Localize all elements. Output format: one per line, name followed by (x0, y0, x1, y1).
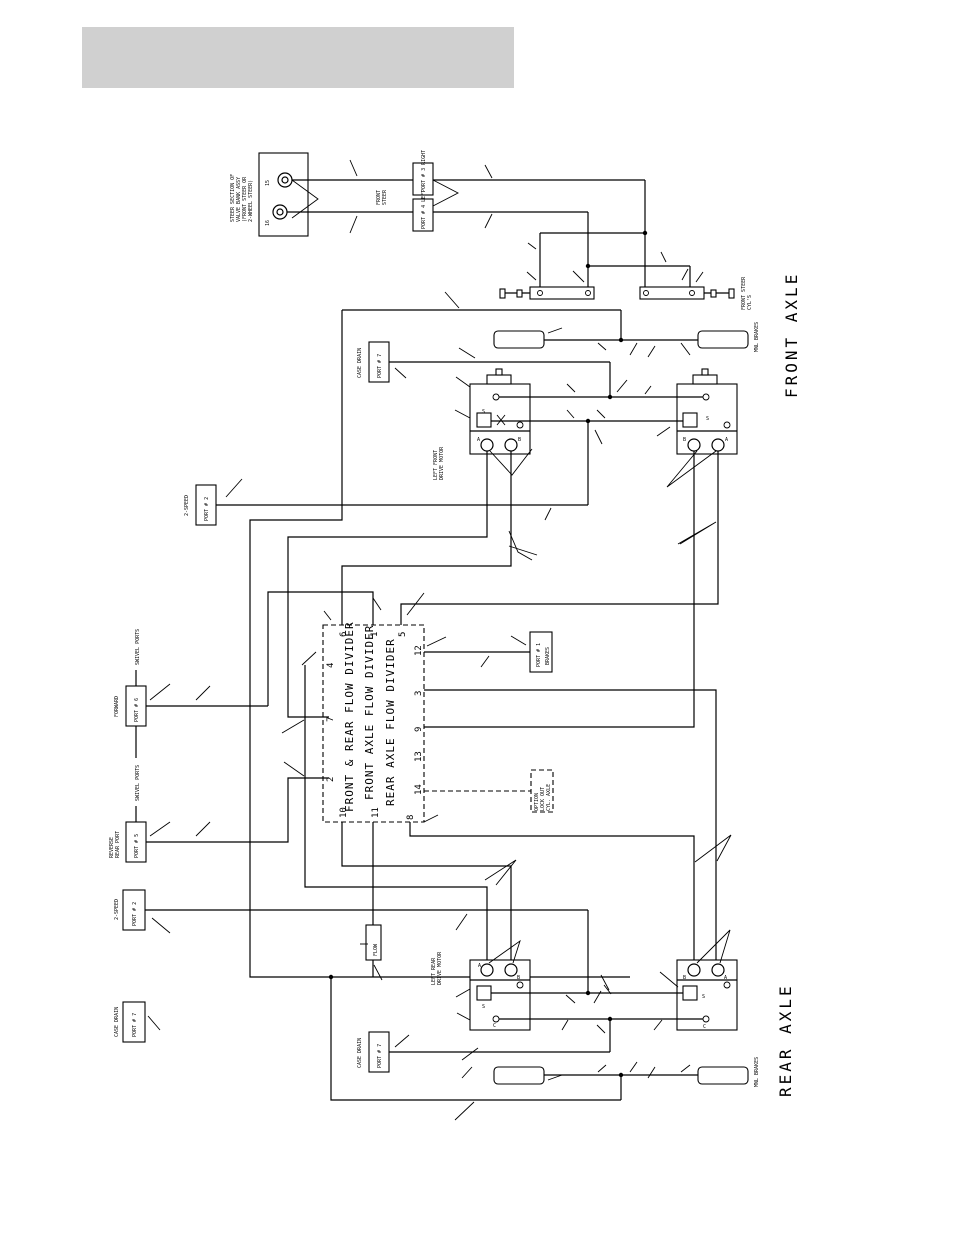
rr-port-b: B (683, 975, 686, 981)
main-routing (249, 310, 719, 978)
rf-port-a: A (725, 437, 728, 443)
flow-control: FLOW (360, 924, 383, 981)
divider-port-6: 6 (339, 632, 349, 637)
divider-port-14: 14 (414, 784, 424, 795)
divider-port-5: 5 (398, 632, 408, 637)
divider-port-13: 13 (414, 751, 424, 762)
option-lock-out: OPTIONLOCK OUTCYL. AXLE (424, 769, 554, 813)
two-speed-front: PORT # 2 2-SPEED (184, 421, 589, 526)
right-rear-drive-motor: B A S C (676, 959, 738, 1031)
flow-divider: FRONT & REAR FLOW DIVIDER FRONT AXLE FLO… (322, 621, 425, 823)
lr-port-b: B (517, 975, 520, 981)
forward-label: FORWARD (114, 696, 120, 717)
port6-forward: PORT # 6 FORWARD SWIVEL PORTS (114, 629, 268, 742)
divider-port-9: 9 (414, 727, 424, 732)
case-drain-valve-label: CASE DRAIN (114, 1007, 120, 1037)
case-drain-rear-label: CASE DRAIN (357, 1038, 363, 1068)
mnl-brakes-rear-label: MNL BRAKES (754, 1057, 760, 1087)
front-axle-label: FRONT AXLE (782, 272, 801, 398)
port6-label: PORT # 6 (134, 698, 140, 722)
front-case-drain: PORT # 7 CASE DRAIN (357, 341, 611, 397)
flow-label: FLOW (373, 943, 379, 956)
divider-port-8: 8 (406, 815, 416, 820)
two-speed-rear: PORT # 2 2-SPEED (114, 889, 589, 993)
swivel-ports-top-label: SWIVEL PORTS (135, 629, 141, 665)
front-steer-label: FRONTSTEER (376, 189, 388, 205)
port1-brakes: PORT # 1 BRAKES (424, 631, 553, 673)
divider-port-2: 2 (326, 777, 336, 782)
case-drain-front-label: CASE DRAIN (357, 348, 363, 378)
left-front-motor-label: LEFT FRONTDRIVE MOTOR (433, 446, 445, 480)
divider-label-1: FRONT & REAR FLOW DIVIDER (343, 621, 356, 812)
port7-rear-label: PORT # 7 (377, 1044, 383, 1068)
divider-port-3: 3 (414, 691, 424, 696)
reverse-rear-port-label: REVERSEREAR PORT (109, 831, 121, 858)
lr-port-c: C (493, 1023, 496, 1029)
left-rear-motor-label: LEFT REARDRIVE MOTOR (431, 951, 443, 985)
divider-port-7: 7 (326, 717, 336, 722)
rf-port-s: S (706, 416, 709, 422)
lf-port-s: S (482, 409, 485, 415)
rf-port-b: B (683, 437, 686, 443)
steer-section-label: STEER SECTION OF VALVE BANK ASSY (FRONT … (230, 171, 254, 222)
front-steer-cylinders: FRONT STEERCYL'S (499, 180, 753, 310)
divider-label-3: REAR AXLE FLOW DIVIDER (384, 638, 397, 806)
port2-front-label: PORT # 2 (204, 497, 210, 521)
rr-port-a: A (724, 975, 727, 981)
swivel-ports-bottom-label: SWIVEL PORTS (135, 765, 141, 801)
port-15-label: 15 (265, 180, 271, 186)
right-front-drive-motor: S B A (676, 368, 738, 455)
brakes-label: BRAKES (545, 647, 551, 665)
divider-port-10: 10 (339, 807, 349, 818)
rear-case-drain: PORT # 7 CASE DRAIN (357, 1031, 610, 1073)
port5-reverse: PORT # 5 REVERSEREAR PORT SWIVEL PORTS (109, 651, 329, 863)
port7-front-label: PORT # 7 (377, 354, 383, 378)
rear-routing (304, 665, 732, 980)
port5-label: PORT # 5 (134, 834, 140, 858)
lf-port-b: B (518, 437, 521, 443)
two-speed-front-label: 2-SPEED (184, 495, 190, 516)
mnl-brakes-front-label: MNL BRAKES (754, 322, 760, 352)
rr-port-s: S (702, 994, 705, 1000)
front-brakes: MNL BRAKES (342, 291, 760, 358)
two-speed-rear-label: 2-SPEED (114, 899, 120, 920)
port2-rear-label: PORT # 2 (132, 902, 138, 926)
port-16-label: 16 (265, 220, 271, 226)
header-bar (82, 27, 514, 88)
rear-axle-label: REAR AXLE (776, 983, 795, 1097)
port7-valve-label: PORT # 7 (132, 1013, 138, 1037)
divider-port-4: 4 (326, 663, 336, 668)
rr-port-c: C (703, 1024, 706, 1030)
divider-port-12: 12 (414, 645, 424, 656)
divider-port-1: 1 (370, 632, 380, 637)
port3-right-label: PORT # 3 RIGHT (421, 150, 427, 192)
front-steer-cyls-label: FRONT STEERCYL'S (741, 276, 753, 310)
case-drain-valve: PORT # 7 CASE DRAIN (114, 1001, 161, 1043)
rear-brakes: MNL BRAKES (330, 977, 760, 1121)
divider-port-11: 11 (371, 807, 381, 818)
port4-left-label: PORT # 4 LEFT (421, 190, 427, 229)
lr-port-s: S (482, 1004, 485, 1010)
divider-label-2: FRONT AXLE FLOW DIVIDER (363, 625, 376, 800)
left-rear-drive-motor: A B S C LEFT REARDRIVE MOTOR (431, 951, 531, 1031)
option-lock-out-label: OPTIONLOCK OUTCYL. AXLE (534, 784, 552, 811)
lf-port-a: A (477, 437, 480, 443)
steer-valve-section: 15 16 STEER SECTION OF VALVE BANK ASSY (… (230, 150, 645, 237)
left-front-drive-motor: S A B LEFT FRONTDRIVE MOTOR (433, 368, 531, 480)
port1-label: PORT # 1 (536, 643, 542, 667)
lr-port-a: A (478, 963, 481, 969)
